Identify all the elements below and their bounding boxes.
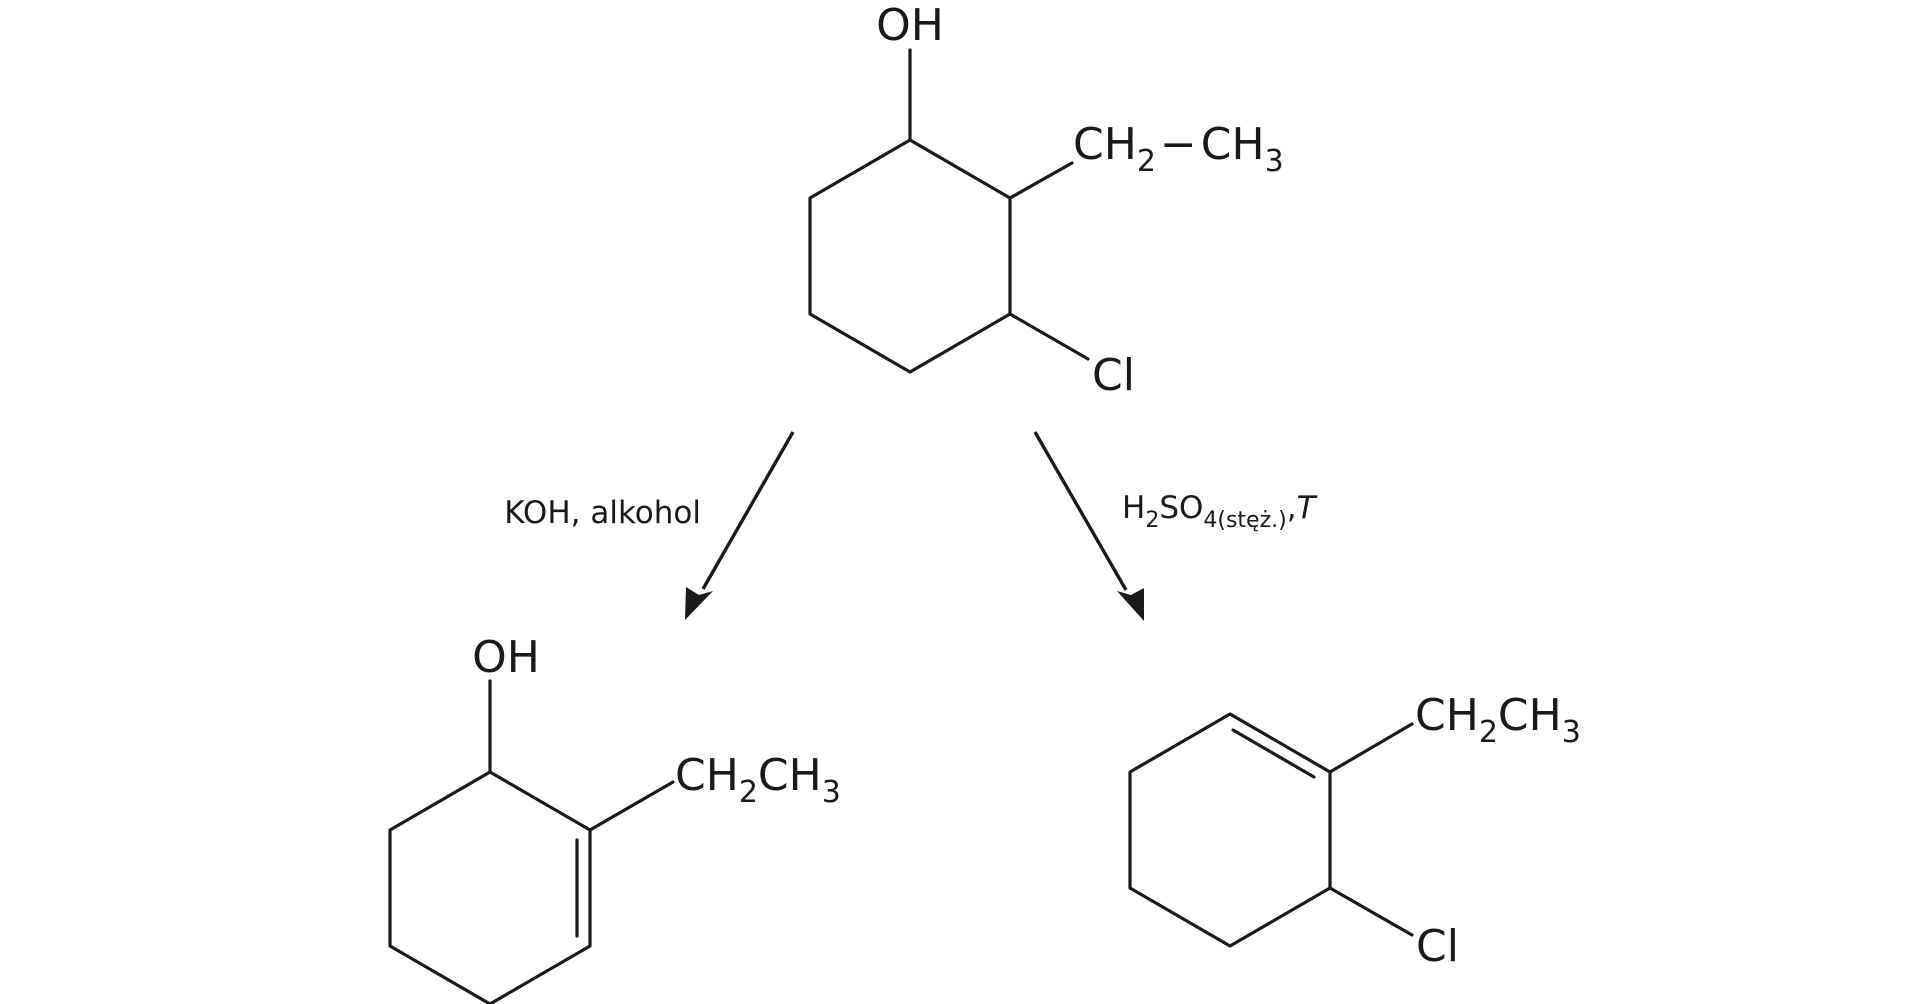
product-right-cl-bond: [1328, 886, 1414, 937]
reactant-oh-label: OH: [876, 0, 944, 51]
product-left-ethyl-bond: [588, 780, 675, 832]
right-reaction-conditions: H2SO4(stęż.),T: [1122, 490, 1318, 533]
product-left-ethyl-label: CH2CH3: [675, 750, 841, 810]
left-reaction-conditions: KOH, alkohol: [504, 495, 701, 531]
product-left-ring: [388, 770, 592, 1004]
left-reaction-arrow: KOH, alkohol: [504, 431, 795, 620]
product-right-ethyl-label: CH2CH3: [1415, 690, 1581, 750]
left-arrow-head: [685, 587, 713, 620]
product-right-ethyl-bond: [1328, 722, 1414, 774]
reactant-cl-label: Cl: [1092, 350, 1135, 401]
left-arrow-shaft: [701, 431, 795, 590]
reactant-molecule: OH CH2−CH3 Cl: [808, 0, 1284, 401]
product-left-molecule: OH CH2CH3: [388, 632, 841, 1004]
right-reaction-arrow: H2SO4(stęż.),T: [1033, 431, 1318, 621]
product-right-molecule: CH2CH3 Cl: [1128, 690, 1581, 972]
reactant-cl-bond: [1008, 312, 1090, 361]
reactant-ring: [808, 138, 1012, 374]
reactant-ethyl-bond: [1008, 161, 1074, 200]
right-arrow-shaft: [1033, 431, 1128, 591]
right-arrow-head: [1117, 588, 1144, 621]
product-right-ring: [1128, 712, 1332, 948]
reactant-ethyl-label: CH2−CH3: [1073, 119, 1284, 179]
product-left-oh-label: OH: [472, 632, 540, 683]
product-right-double-bond-inner: [1231, 728, 1316, 779]
product-right-cl-label: Cl: [1416, 921, 1459, 972]
